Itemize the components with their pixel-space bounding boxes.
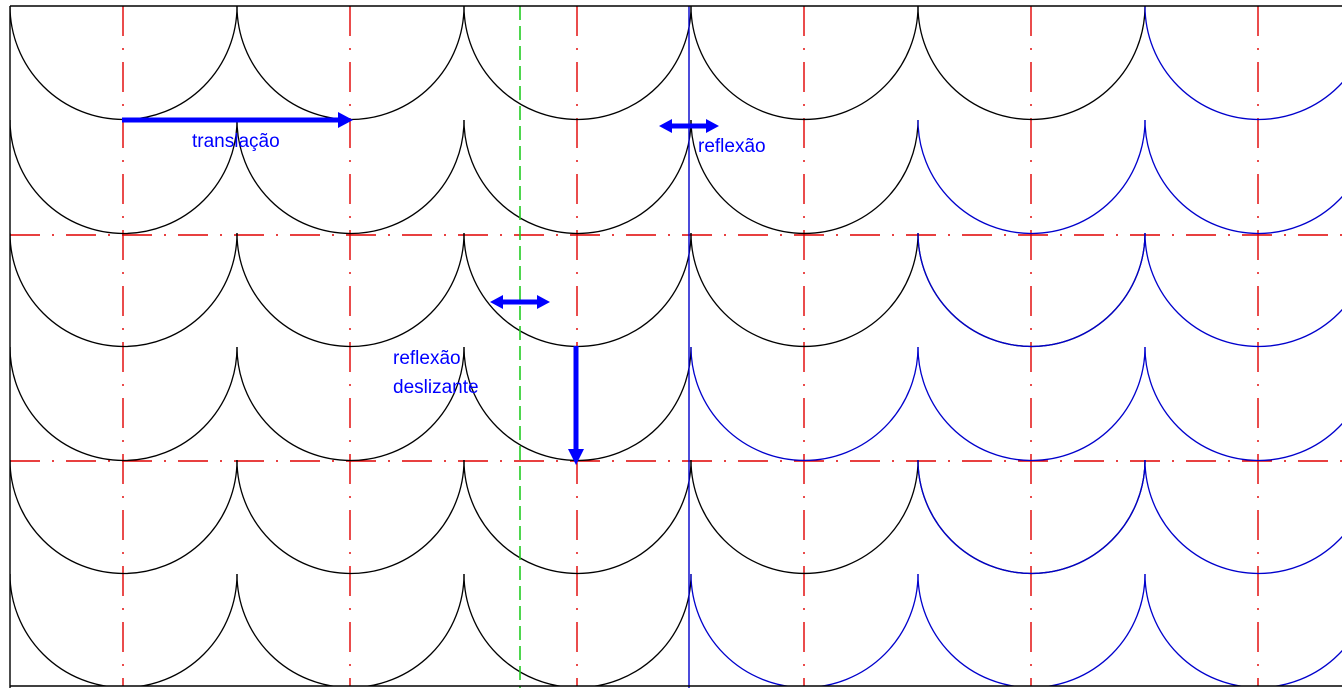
scale-arc	[236, 232, 465, 348]
glide-double-arrow	[490, 295, 550, 309]
scale-arc	[10, 573, 238, 686]
glide-reflection-label-line2: deslizante	[393, 377, 479, 398]
glide-reflection-label-line1: reflexão	[393, 348, 461, 369]
scale-arc	[1144, 459, 1342, 575]
scale-arc	[690, 346, 919, 462]
scale-arc	[917, 6, 1146, 121]
scale-arc	[1144, 6, 1342, 121]
scale-arc	[917, 119, 1146, 235]
scale-arc	[917, 459, 1146, 575]
scale-arc	[1144, 119, 1342, 235]
scale-arc	[236, 119, 465, 235]
scale-arc	[236, 459, 465, 575]
glide-translation-arrow	[568, 346, 584, 465]
scale-arc	[690, 6, 919, 121]
scale-arc	[10, 119, 238, 235]
scale-arc	[1144, 232, 1342, 348]
scale-arc	[690, 573, 919, 686]
translation-arrow	[122, 112, 353, 128]
scale-arc	[463, 459, 692, 575]
scale-arc	[690, 459, 919, 575]
scale-arc	[236, 346, 465, 462]
scale-arc	[463, 573, 692, 686]
scale-arc	[463, 6, 692, 121]
scale-arc	[917, 346, 1146, 462]
scale-arc	[10, 459, 238, 575]
scale-arc	[917, 573, 1146, 686]
scale-arc	[917, 232, 1146, 348]
scale-arc	[690, 232, 919, 348]
scale-arc	[236, 573, 465, 686]
translation-label: translação	[192, 131, 280, 152]
scale-arc	[1144, 346, 1342, 462]
reflection-label: reflexão	[698, 136, 766, 157]
reflection-double-arrow	[659, 119, 719, 133]
scale-arcs	[10, 6, 1342, 686]
scale-arc	[10, 232, 238, 348]
scale-arc	[690, 119, 919, 235]
scale-arc	[1144, 573, 1342, 686]
scale-arc	[10, 346, 238, 462]
scale-arc	[463, 119, 692, 235]
